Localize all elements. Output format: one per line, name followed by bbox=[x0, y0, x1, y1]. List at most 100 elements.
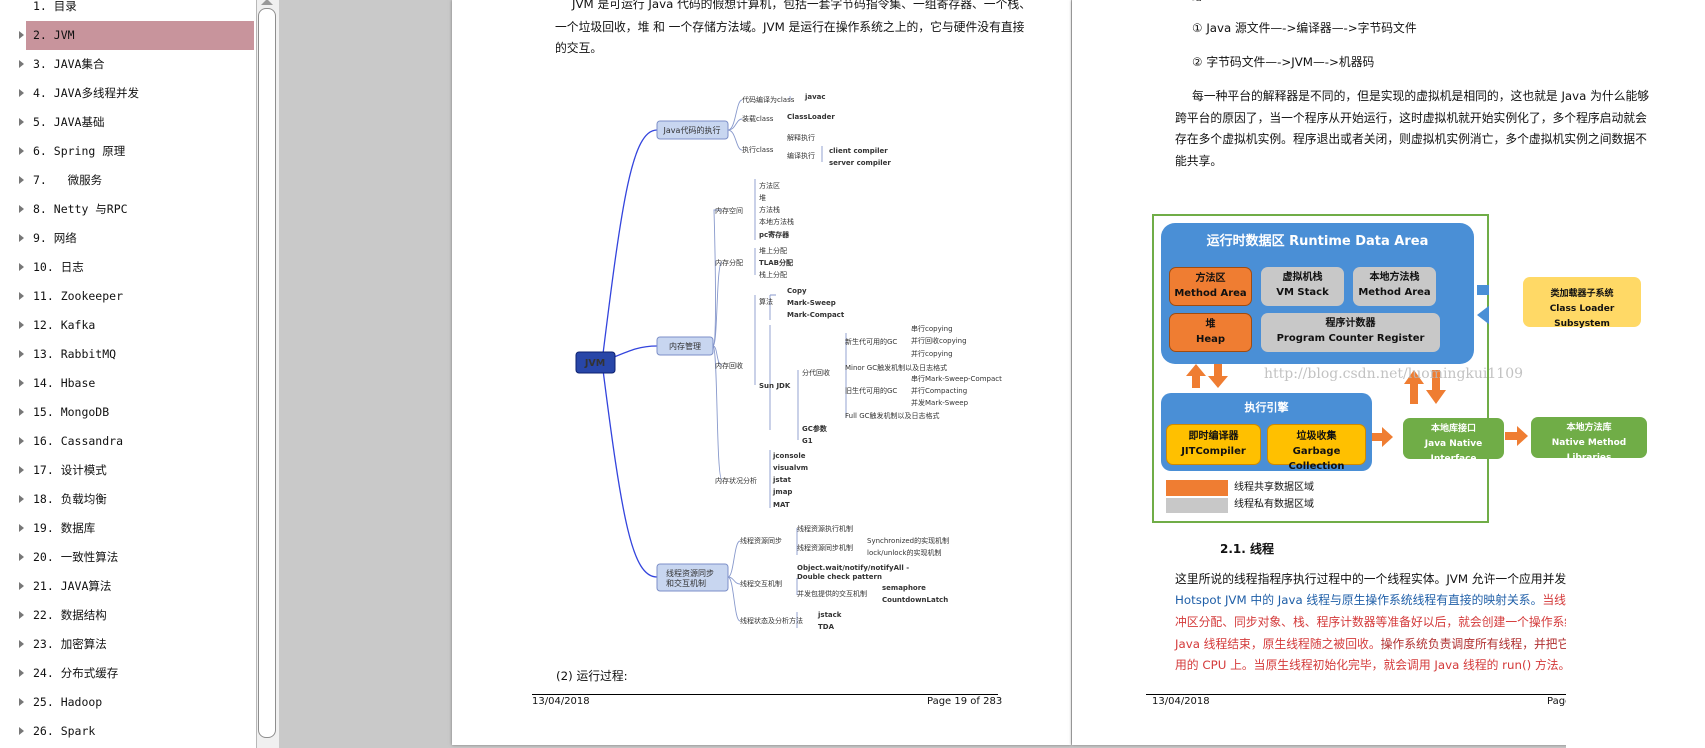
expand-arrow-icon[interactable] bbox=[19, 437, 24, 445]
native-stack-en: Method Area bbox=[1358, 287, 1431, 298]
expand-arrow-icon[interactable] bbox=[19, 495, 24, 503]
toc-item-label: 5. JAVA基础 bbox=[33, 115, 105, 129]
thread-line-4-red-1: Java 线程结束，原生线程随之被回收。 bbox=[1175, 637, 1381, 651]
mm-exec-server: server compiler bbox=[829, 159, 891, 167]
mm-gc-g1: G1 bbox=[802, 437, 813, 445]
toc-item-label: 14. Hbase bbox=[33, 376, 96, 390]
expand-arrow-icon[interactable] bbox=[19, 147, 24, 155]
mm-mem-space: 内存空间 bbox=[715, 206, 743, 215]
toc-item-label: 11. Zookeeper bbox=[33, 289, 124, 303]
expand-arrow-icon[interactable] bbox=[19, 234, 24, 242]
scroll-up-arrow-icon[interactable] bbox=[261, 0, 273, 5]
expand-arrow-icon[interactable] bbox=[19, 669, 24, 677]
expand-arrow-icon[interactable] bbox=[19, 321, 24, 329]
toc-item[interactable]: 22. 数据结构 bbox=[0, 601, 256, 630]
toc-item[interactable]: 23. 加密算法 bbox=[0, 630, 256, 659]
expand-arrow-icon[interactable] bbox=[19, 176, 24, 184]
toc-item[interactable]: 12. Kafka bbox=[0, 311, 256, 340]
toc-item[interactable]: 5. JAVA基础 bbox=[0, 108, 256, 137]
arrow-runtime-to-classloader bbox=[1477, 285, 1489, 295]
expand-arrow-icon[interactable] bbox=[19, 118, 24, 126]
mindmap-node-mem bbox=[656, 336, 714, 356]
pc-register-cn: 程序计数器 bbox=[1325, 318, 1376, 329]
scrollbar-thumb[interactable] bbox=[258, 8, 276, 738]
toc-item-label: 8. Netty 与RPC bbox=[33, 202, 128, 216]
page2-step-1: ① Java 源文件—->编译器—->字节码文件 bbox=[1192, 21, 1417, 35]
diagram-watermark: http://blog.csdn.net/luomingkui1109 bbox=[1264, 366, 1524, 382]
mindmap-thread-branch: 线程资源同步 线程资源执行机制 线程资源同步机制 Synchronized的实现… bbox=[740, 524, 949, 631]
toc-item[interactable]: 13. RabbitMQ bbox=[0, 340, 256, 369]
expand-arrow-icon[interactable] bbox=[19, 60, 24, 68]
expand-arrow-icon[interactable] bbox=[19, 582, 24, 590]
expand-arrow-icon[interactable] bbox=[19, 350, 24, 358]
thread-line-2-blue: Hotspot JVM 中的 Java 线程与原生操作系统线程有直接的映射关系。 bbox=[1175, 593, 1543, 607]
mm-gc-sunjdk: Sun JDK bbox=[759, 382, 791, 390]
expand-arrow-icon[interactable] bbox=[19, 408, 24, 416]
toc-item[interactable]: 3. JAVA集合 bbox=[0, 50, 256, 79]
toc-item[interactable]: 25. Hadoop bbox=[0, 688, 256, 717]
expand-arrow-icon[interactable] bbox=[19, 640, 24, 648]
toc-item[interactable]: 19. 数据库 bbox=[0, 514, 256, 543]
toc-item[interactable]: 11. Zookeeper bbox=[0, 282, 256, 311]
toc-item[interactable]: 7. 微服务 bbox=[0, 166, 256, 195]
toc-item[interactable]: 26. Spark bbox=[0, 717, 256, 746]
method-area-en: Method Area bbox=[1174, 288, 1247, 299]
page2-footer-date: 13/04/2018 bbox=[1152, 696, 1210, 707]
toc-item[interactable]: 16. Cassandra bbox=[0, 427, 256, 456]
mm-algo-2: Mark-Compact bbox=[787, 311, 845, 319]
toc-item[interactable]: 4. JAVA多线程并发 bbox=[0, 79, 256, 108]
expand-arrow-icon[interactable] bbox=[19, 379, 24, 387]
toc-item[interactable]: 21. JAVA算法 bbox=[0, 572, 256, 601]
section-title-thread: 2.1. 线程 bbox=[1220, 542, 1274, 556]
toc-item-label: 24. 分布式缓存 bbox=[33, 666, 119, 680]
toc-item[interactable]: 6. Spring 原理 bbox=[0, 137, 256, 166]
mm-th-jstack: jstack bbox=[817, 611, 842, 619]
expand-arrow-icon[interactable] bbox=[19, 263, 24, 271]
toc-item[interactable]: 9. 网络 bbox=[0, 224, 256, 253]
toc-item[interactable]: 14. Hbase bbox=[0, 369, 256, 398]
mm-alloc-1: TLAB分配 bbox=[759, 258, 793, 267]
expand-arrow-icon[interactable] bbox=[19, 31, 24, 39]
mindmap-root-node bbox=[575, 351, 616, 374]
gc-box: 垃圾收集 Garbage Collection bbox=[1267, 424, 1366, 472]
toc-item[interactable]: 10. 日志 bbox=[0, 253, 256, 282]
toc-item-label: 12. Kafka bbox=[33, 318, 96, 332]
toc-item-label: 19. 数据库 bbox=[33, 521, 96, 535]
expand-arrow-icon[interactable] bbox=[19, 205, 24, 213]
expand-arrow-icon[interactable] bbox=[19, 727, 24, 735]
arrow-engine-to-jni bbox=[1370, 427, 1393, 447]
toc-item[interactable]: 1. 目录 bbox=[0, 0, 256, 21]
expand-arrow-icon[interactable] bbox=[19, 553, 24, 561]
expand-arrow-icon[interactable] bbox=[19, 292, 24, 300]
toc-item-label: 23. 加密算法 bbox=[33, 637, 107, 651]
mm-exec-interp: 解释执行 bbox=[787, 133, 815, 142]
mm-th-synchronized: Synchronized的实现机制 bbox=[867, 536, 949, 545]
thread-line-1: 这里所说的线程指程序执行过程中的一个线程实体。JVM 允许一个应用并发执行多 bbox=[1175, 572, 1602, 586]
page1-para-line-2: 一个垃圾回收，堆 和 一个存储方法域。JVM 是运行在操作系统之上的，它与硬件没… bbox=[555, 20, 1025, 34]
toc-item[interactable]: 18. 负载均衡 bbox=[0, 485, 256, 514]
mm-th-wait-2: Double check pattern bbox=[797, 573, 882, 581]
jit-compiler-en: JITCompiler bbox=[1181, 446, 1246, 457]
vm-stack-box: 虚拟机栈 VM Stack bbox=[1261, 267, 1344, 306]
toc-scrollbar[interactable] bbox=[256, 0, 279, 748]
expand-arrow-icon[interactable] bbox=[19, 524, 24, 532]
toc-item[interactable]: 17. 设计模式 bbox=[0, 456, 256, 485]
toc-item[interactable]: 8. Netty 与RPC bbox=[0, 195, 256, 224]
arrow-up-right bbox=[1404, 370, 1424, 404]
page2-footer-page: Page bbox=[1547, 696, 1572, 707]
toc-item[interactable]: 20. 一致性算法 bbox=[0, 543, 256, 572]
toc-item-label: 13. RabbitMQ bbox=[33, 347, 117, 361]
mm-gc-param: GC参数 bbox=[802, 424, 828, 433]
toc-item[interactable]: 15. MongoDB bbox=[0, 398, 256, 427]
expand-arrow-icon[interactable] bbox=[19, 466, 24, 474]
mm-young-0: 串行copying bbox=[911, 324, 953, 333]
expand-arrow-icon[interactable] bbox=[19, 89, 24, 97]
expand-arrow-icon[interactable] bbox=[19, 698, 24, 706]
jni-en: Java Native Interface bbox=[1424, 439, 1483, 464]
toc-item-label: 3. JAVA集合 bbox=[33, 57, 105, 71]
expand-arrow-icon[interactable] bbox=[19, 611, 24, 619]
toc-item[interactable]: 24. 分布式缓存 bbox=[0, 659, 256, 688]
document-page-19: JVM 是可运行 Java 代码的假想计算机，包括一套字节码指令集、一组寄存器、… bbox=[452, 0, 1071, 745]
toc-item[interactable]: 2. JVM bbox=[19, 21, 254, 50]
